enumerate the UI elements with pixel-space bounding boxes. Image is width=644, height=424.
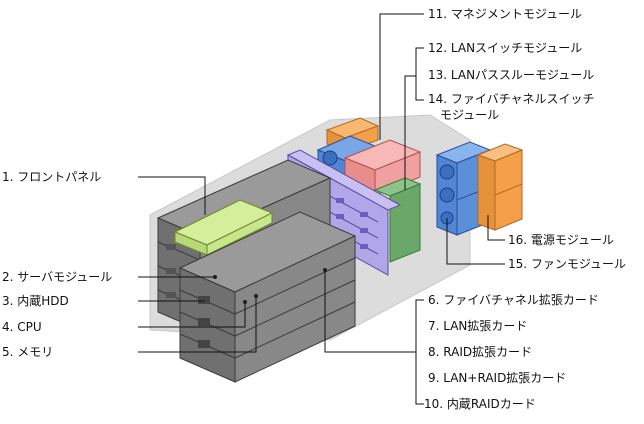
label-management-module: 11. マネジメントモジュール: [428, 7, 583, 21]
label-memory: 5. メモリ: [2, 345, 54, 359]
label-lan-switch-module: 12. LANスイッチモジュール: [428, 41, 583, 55]
label-internal-hdd: 3. 内蔵HDD: [2, 294, 69, 308]
label-fc-expansion-card: 6. ファイバチャネル拡張カード: [428, 293, 599, 307]
front-panel: [173, 199, 274, 256]
label-fiber-switch-module-line2: モジュール: [440, 108, 500, 122]
label-fan-module: 15. ファンモジュール: [508, 257, 627, 271]
label-lan-raid-expansion-card: 9. LAN+RAID拡張カード: [428, 371, 567, 385]
lan-switch-module: [343, 139, 422, 196]
label-power-module: 16. 電源モジュール: [508, 233, 615, 247]
power-module: [476, 143, 524, 231]
label-server-module: 2. サーバモジュール: [2, 270, 113, 284]
label-front-panel: 1. フロントパネル: [2, 170, 102, 184]
label-internal-raid-card: 10. 内蔵RAIDカード: [424, 397, 536, 411]
label-fiber-switch-module: 14. ファイバチャネルスイッチ: [428, 92, 595, 106]
label-cpu: 4. CPU: [2, 320, 42, 334]
leader-lines: [138, 13, 505, 405]
label-raid-expansion-card: 8. RAID拡張カード: [428, 345, 533, 359]
label-lan-expansion-card: 7. LAN拡張カード: [428, 319, 528, 333]
label-lan-passthrough-module: 13. LANパススルーモジュール: [428, 68, 595, 82]
